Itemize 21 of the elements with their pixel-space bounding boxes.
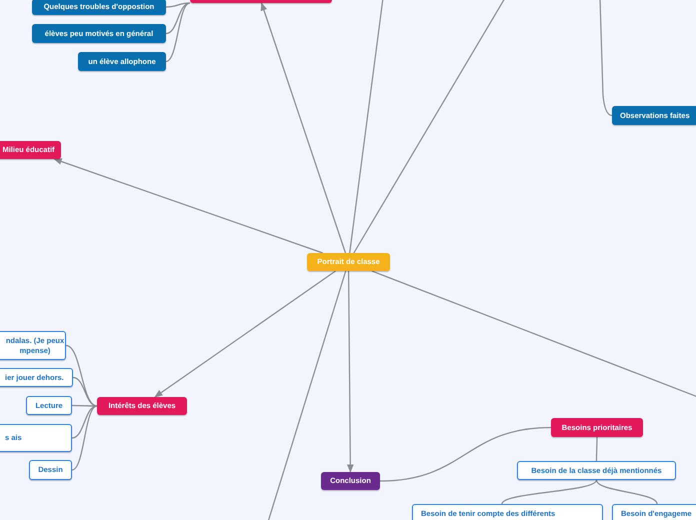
connector-line (166, 2, 190, 62)
connector-line (599, 0, 612, 116)
connector-line (596, 480, 658, 504)
connector-line (349, 0, 384, 254)
connector-line (380, 426, 552, 482)
topic-box (190, 0, 332, 3)
connector-line (372, 270, 696, 398)
arrow (53, 158, 323, 254)
arrow (347, 271, 354, 473)
connector-line (72, 405, 98, 471)
connector-line (72, 404, 97, 407)
connector-line (166, 2, 190, 34)
connector-line (502, 480, 597, 504)
connector-line (267, 270, 346, 520)
connector-line (596, 437, 598, 461)
connector-line (72, 376, 98, 407)
arrow (154, 270, 336, 398)
connector-line (166, 2, 190, 8)
arrow (260, 2, 346, 254)
connector-line (72, 405, 98, 439)
connector-line (353, 0, 506, 254)
